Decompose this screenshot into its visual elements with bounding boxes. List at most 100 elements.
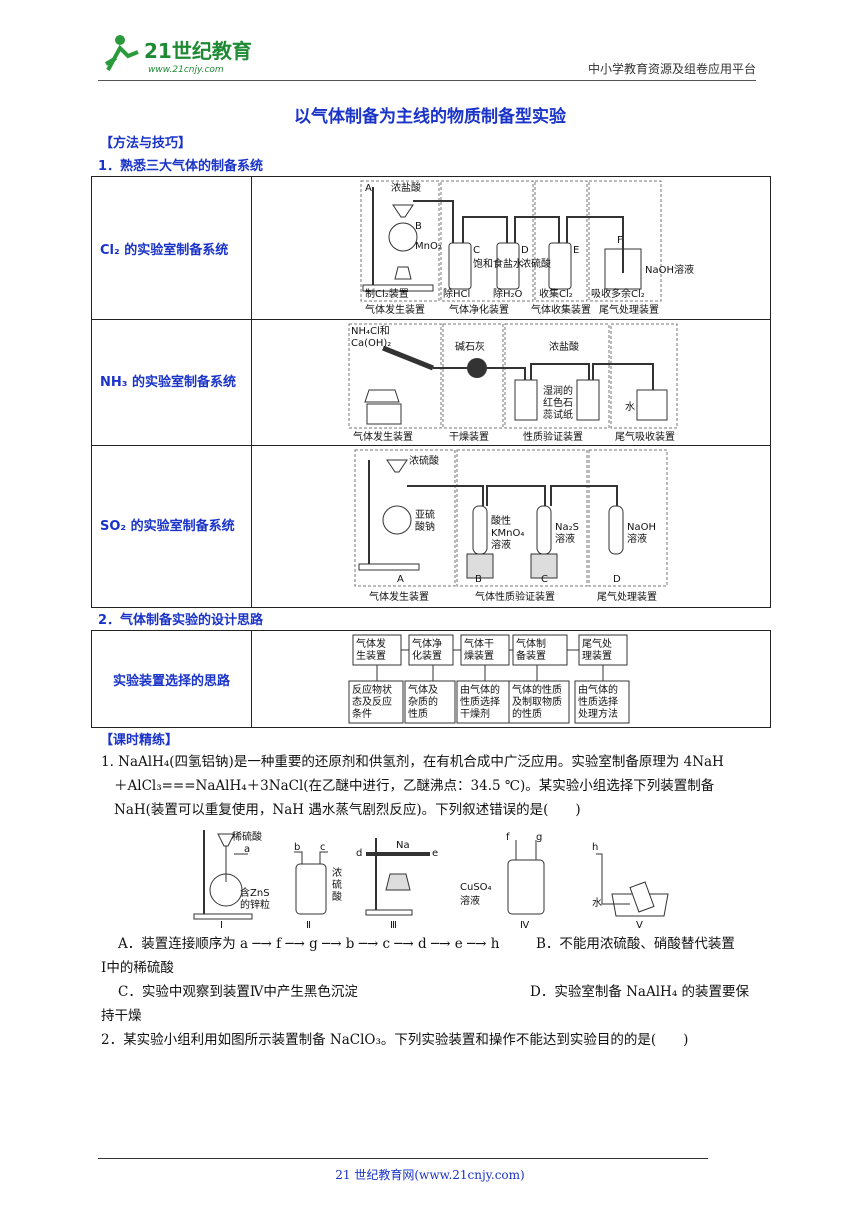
svg-text:溶液: 溶液 — [627, 532, 647, 545]
svg-text:CuSO₄: CuSO₄ — [460, 882, 492, 893]
svg-text:燥装置: 燥装置 — [464, 649, 494, 662]
svg-text:气体性质验证装置: 气体性质验证装置 — [475, 590, 555, 603]
svg-text:反应物状: 反应物状 — [352, 683, 392, 696]
option-c: C．实验中观察到装置Ⅳ中产生黑色沉淀 — [118, 984, 358, 1000]
svg-text:浓硫酸: 浓硫酸 — [409, 454, 439, 467]
svg-text:浓: 浓 — [332, 867, 342, 879]
option-d-cont: 持干燥 — [101, 1008, 142, 1024]
svg-text:湿润的: 湿润的 — [543, 384, 573, 397]
svg-text:B: B — [415, 221, 422, 232]
q1-line-3: NaH(装置可以重复使用，NaH 遇水蒸气剧烈反应)。下列叙述错误的是( ) — [114, 802, 581, 818]
svg-text:h: h — [592, 842, 598, 853]
svg-text:红色石: 红色石 — [543, 396, 573, 409]
svg-text:a: a — [244, 844, 250, 855]
svg-text:酸: 酸 — [332, 890, 342, 903]
svg-text:性质验证装置: 性质验证装置 — [523, 430, 583, 443]
table-row: SO₂ 的实验室制备系统 浓硫酸 — [92, 445, 770, 608]
svg-text:收集Cl₂: 收集Cl₂ — [539, 287, 573, 300]
svg-text:f: f — [506, 832, 510, 843]
svg-text:气体的性质: 气体的性质 — [512, 683, 562, 696]
svg-text:Ⅳ: Ⅳ — [520, 920, 530, 931]
svg-text:干燥剂: 干燥剂 — [460, 707, 490, 720]
svg-text:气体发: 气体发 — [356, 637, 386, 650]
svg-text:Na: Na — [396, 840, 410, 851]
svg-text:Ⅴ: Ⅴ — [636, 920, 643, 931]
svg-text:气体净: 气体净 — [412, 637, 442, 650]
site-logo: 21世纪教育 www.21cnjy.com — [104, 35, 252, 75]
svg-text:C: C — [473, 245, 480, 256]
svg-text:NH₄Cl和: NH₄Cl和 — [351, 325, 390, 337]
flow-step-box: 气体净化装置 — [408, 634, 454, 666]
svg-text:吸收多余Cl₂: 吸收多余Cl₂ — [591, 287, 645, 300]
svg-text:D: D — [613, 574, 621, 585]
svg-text:e: e — [432, 848, 438, 859]
table-row: NH₃ 的实验室制备系统 NH₄Cl和 — [92, 319, 770, 446]
so2-apparatus-diagram: 浓硫酸 亚硫 酸钠 酸性 KMnO₄ 溶液 Na₂S 溶液 NaOH 溶液 A … — [354, 449, 668, 603]
platform-name: 中小学教育资源及组卷应用平台 — [587, 62, 756, 76]
option-b: B．不能用浓硫酸、硝酸替代装置 — [536, 936, 735, 952]
header-divider — [98, 80, 756, 81]
svg-text:Ⅲ: Ⅲ — [390, 920, 397, 931]
cl2-apparatus-diagram: A 浓盐酸 B MnO₂ C 饱和食盐水 D 浓硫酸 E F NaOH溶液 制C… — [360, 180, 694, 316]
svg-text:酸性: 酸性 — [491, 514, 511, 527]
svg-text:F: F — [617, 235, 623, 246]
svg-text:理装置: 理装置 — [582, 649, 612, 662]
svg-text:的性质: 的性质 — [512, 707, 542, 720]
svg-text:Ca(OH)₂: Ca(OH)₂ — [351, 338, 391, 349]
footer-divider — [98, 1158, 708, 1159]
svg-text:E: E — [573, 245, 579, 256]
svg-text:尾气处理装置: 尾气处理装置 — [597, 590, 657, 603]
row-label-nh3: NH₃ 的实验室制备系统 — [100, 375, 236, 390]
svg-text:KMnO₄: KMnO₄ — [491, 528, 524, 539]
svg-text:干燥装置: 干燥装置 — [449, 430, 489, 443]
section-method: 【方法与技巧】 — [100, 136, 192, 151]
svg-text:尾气处理装置: 尾气处理装置 — [599, 303, 659, 316]
logo-text: 21世纪教育 — [144, 39, 252, 63]
row-label-cl2: Cl₂ 的实验室制备系统 — [100, 242, 229, 258]
svg-text:g: g — [536, 832, 542, 843]
option-b-cont: Ⅰ中的稀硫酸 — [101, 960, 174, 976]
q1-line-1: 1. NaAlH₄(四氢铝钠)是一种重要的还原剂和供氢剂，在有机合成中广泛应用。… — [101, 754, 724, 770]
svg-text:态及反应: 态及反应 — [352, 695, 392, 708]
svg-text:性质选择: 性质选择 — [460, 695, 500, 708]
svg-text:NaOH: NaOH — [627, 522, 656, 533]
heading-2: 2．气体制备实验的设计思路 — [98, 613, 264, 628]
svg-text:饱和食盐水: 饱和食盐水 — [473, 257, 523, 270]
svg-text:备装置: 备装置 — [516, 649, 546, 662]
svg-text:尾气处: 尾气处 — [582, 637, 612, 650]
svg-text:及制取物质: 及制取物质 — [512, 695, 562, 708]
svg-text:蕊试纸: 蕊试纸 — [543, 408, 573, 421]
svg-text:溶液: 溶液 — [491, 538, 511, 551]
row-label-so2: SO₂ 的实验室制备系统 — [100, 519, 235, 534]
svg-text:条件: 条件 — [352, 707, 372, 720]
svg-text:B: B — [475, 574, 482, 585]
svg-text:气体净化装置: 气体净化装置 — [449, 303, 509, 316]
svg-text:A: A — [365, 183, 372, 194]
svg-text:水: 水 — [625, 401, 635, 413]
svg-text:溶液: 溶液 — [460, 894, 480, 907]
design-flowchart: 气体发生装置气体净化装置气体干燥装置气体制备装置尾气处理装置反应物状态及反应条件… — [348, 634, 630, 724]
gas-system-table: Cl₂ 的实验室制备系统 — [91, 176, 771, 608]
page-title: 以气体制备为主线的物质制备型实验 — [294, 107, 566, 127]
svg-text:MnO₂: MnO₂ — [415, 241, 442, 252]
svg-text:气体发生装置: 气体发生装置 — [365, 303, 425, 316]
svg-text:除H₂O: 除H₂O — [493, 287, 523, 300]
svg-text:亚硫: 亚硫 — [415, 508, 435, 521]
q1-line-2: ＋AlCl₃===NaAlH₄＋3NaCl(在乙醚中进行，乙醚沸点：34.5 ℃… — [114, 778, 715, 794]
option-a: A．装置连接顺序为 a ─→ f ─→ g ─→ b ─→ c ─→ d ─→ … — [118, 936, 500, 952]
svg-text:浓盐酸: 浓盐酸 — [391, 181, 421, 194]
svg-text:处理方法: 处理方法 — [578, 707, 618, 720]
svg-text:A: A — [397, 574, 404, 585]
svg-text:溶液: 溶液 — [555, 532, 575, 545]
svg-text:含ZnS: 含ZnS — [240, 886, 270, 899]
svg-text:气体及: 气体及 — [408, 683, 438, 696]
svg-text:NaOH溶液: NaOH溶液 — [645, 263, 694, 276]
svg-text:气体制: 气体制 — [516, 637, 546, 650]
design-table: 实验装置选择的思路 气体发生装置气体净化装置气体干燥装置气体制备装置尾气处理装置… — [91, 630, 771, 728]
svg-text:杂质的: 杂质的 — [408, 695, 438, 708]
svg-text:除HCl: 除HCl — [443, 287, 470, 300]
svg-text:尾气吸收装置: 尾气吸收装置 — [615, 430, 675, 443]
